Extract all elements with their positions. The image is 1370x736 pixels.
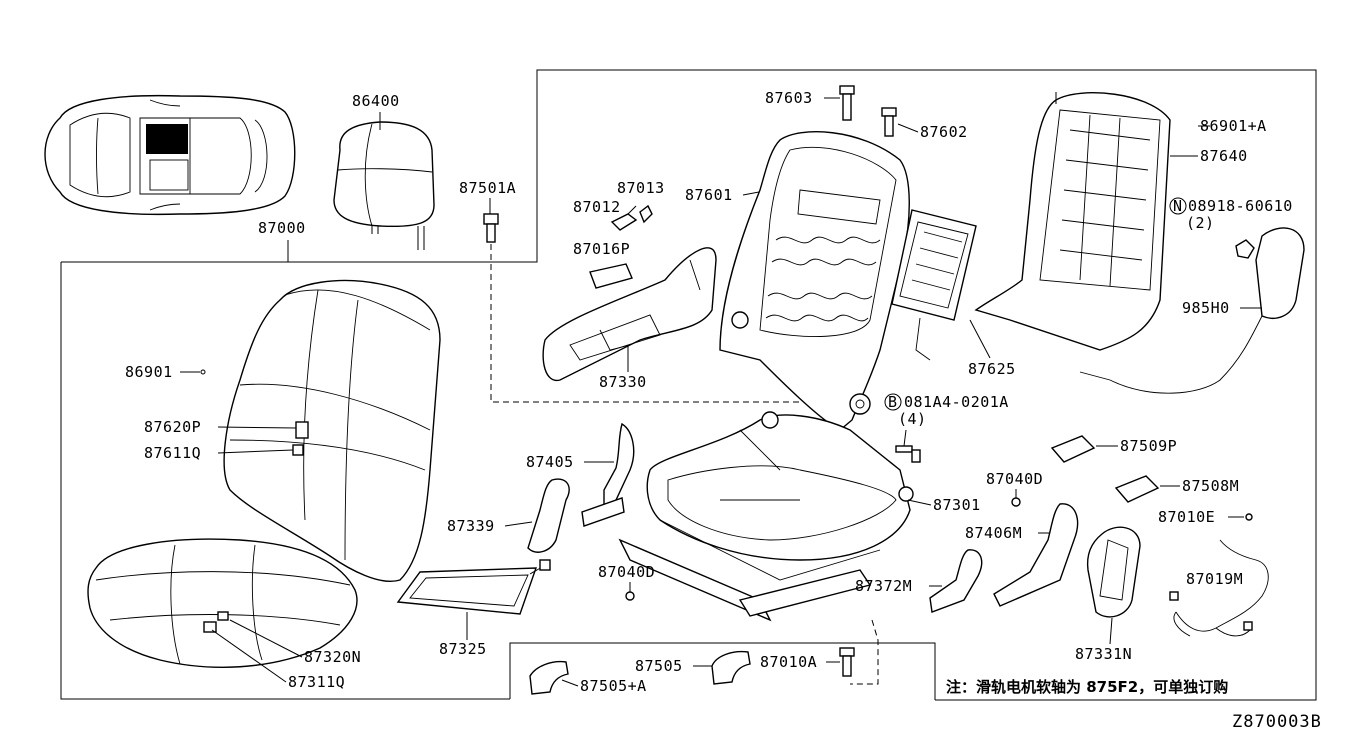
- label-87301: 87301: [933, 496, 981, 514]
- clip-87012-87013-part: [610, 204, 653, 231]
- cover-87505A-part: [529, 660, 569, 695]
- label-87012: 87012: [573, 198, 621, 216]
- finisher-87339-part: [527, 478, 570, 553]
- label-86901: 86901: [125, 363, 173, 381]
- harness-87019M-part: [1169, 539, 1269, 637]
- label-87625: 87625: [968, 360, 1016, 378]
- cover-87509P-part: [1050, 435, 1096, 463]
- svg-text:N: N: [1173, 197, 1183, 215]
- seat-back-frame-part: [719, 131, 910, 431]
- bracket-87406M-part: [993, 503, 1079, 607]
- label-87611Q: 87611Q: [144, 444, 201, 462]
- cover-87508M-part: [1114, 475, 1160, 503]
- label-87505: 87505: [635, 657, 683, 675]
- label-87603: 87603: [765, 89, 813, 107]
- label-87019M: 87019M: [1186, 570, 1243, 588]
- label-87509P: 87509P: [1120, 437, 1177, 455]
- seat-cushion-trim-part: [87, 538, 358, 668]
- spring-mat-87625-part: [891, 209, 977, 361]
- side-airbag-985H0-part: [1079, 227, 1305, 394]
- bracket-87405-part: [581, 422, 635, 527]
- label-87501A: 87501A: [459, 179, 516, 197]
- label-87013: 87013: [617, 179, 665, 197]
- label-081A4-qty: (4): [898, 410, 927, 428]
- finisher-87331N-part: [1086, 526, 1141, 618]
- label-87040D-right: 87040D: [986, 470, 1043, 488]
- label-87040D-left: 87040D: [598, 563, 655, 581]
- label-87406M: 87406M: [965, 524, 1022, 542]
- footnote: 注：滑轨电机软轴为 875F2，可单独订购: [946, 678, 1228, 696]
- label-87508M: 87508M: [1182, 477, 1239, 495]
- side-panel-87330-part: [542, 247, 717, 381]
- label-87331N: 87331N: [1075, 645, 1132, 663]
- heater-pad-part: [396, 559, 551, 615]
- cover-87505-part: [711, 650, 751, 685]
- label-87372M: 87372M: [855, 577, 912, 595]
- svg-text:B: B: [888, 393, 898, 411]
- diagram-code: Z870003B: [1232, 712, 1322, 732]
- label-87405: 87405: [526, 453, 574, 471]
- label-08918-qty: (2): [1186, 214, 1215, 232]
- label-87620P: 87620P: [144, 418, 201, 436]
- outer-frame: [60, 69, 1317, 701]
- grip-87016P-part: [589, 263, 633, 289]
- label-87640: 87640: [1200, 147, 1248, 165]
- seat-cushion-frame-part: [618, 411, 914, 622]
- label-87505A: 87505+A: [580, 677, 647, 695]
- bolt-87603-part: [839, 85, 855, 121]
- label-87010A: 87010A: [760, 653, 817, 671]
- label-87016P: 87016P: [573, 240, 630, 258]
- finisher-87372M-part: [929, 549, 983, 613]
- label-87602: 87602: [920, 123, 968, 141]
- seat-back-trim-part: [223, 279, 441, 582]
- label-87010E: 87010E: [1158, 508, 1215, 526]
- n-marker: N: [1169, 197, 1187, 215]
- label-87311Q: 87311Q: [288, 673, 345, 691]
- label-87330: 87330: [599, 373, 647, 391]
- label-87325: 87325: [439, 640, 487, 658]
- nut-part: [1235, 239, 1255, 259]
- bolt-081A4-part: [895, 445, 921, 463]
- seat-back-cover-87640-part: [974, 92, 1171, 351]
- b-marker: B: [884, 393, 902, 411]
- headrest-part: [333, 112, 435, 250]
- bolt-87602-part: [881, 107, 897, 137]
- label-86901A: 86901+A: [1200, 117, 1267, 135]
- car-locator-icon: [44, 94, 296, 216]
- bolt-87501A-part: [483, 213, 499, 243]
- label-87339: 87339: [447, 517, 495, 535]
- label-87320N: 87320N: [304, 648, 361, 666]
- label-86400: 86400: [352, 92, 400, 110]
- label-985H0: 985H0: [1182, 299, 1230, 317]
- label-081A4-0201A: 081A4-0201A: [904, 393, 1009, 411]
- label-87000: 87000: [258, 219, 306, 237]
- label-87601: 87601: [685, 186, 733, 204]
- label-08918-60610: 08918-60610: [1188, 197, 1293, 215]
- bolt-87010A-part: [839, 647, 855, 677]
